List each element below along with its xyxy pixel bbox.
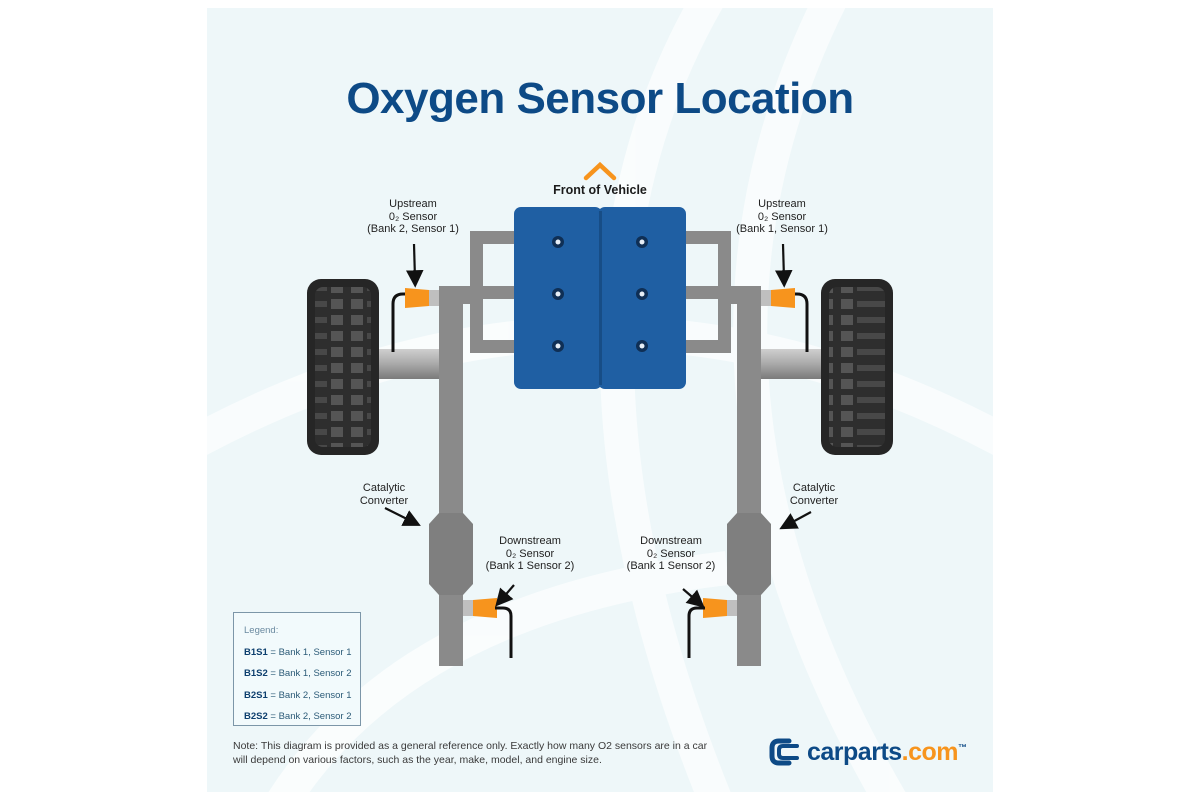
right-wheel bbox=[821, 279, 893, 455]
front-of-vehicle-label: Front of Vehicle bbox=[553, 183, 647, 197]
upstream-right-label: Upstream 0₂ Sensor (Bank 1, Sensor 1) bbox=[736, 198, 828, 235]
left-catalytic-converter bbox=[429, 513, 473, 595]
legend-title: Legend: bbox=[244, 625, 279, 636]
legend-box: Legend: B1S1 = Bank 1, Sensor 1 B1S2 = B… bbox=[233, 612, 361, 726]
engine-block bbox=[514, 207, 686, 389]
diagram-canvas: Oxygen Sensor Location Front of Vehicle … bbox=[207, 8, 993, 792]
upstream-sensor-right bbox=[761, 288, 809, 352]
legend-item: B2S2 = Bank 2, Sensor 2 bbox=[244, 711, 352, 722]
right-catalytic-converter bbox=[727, 513, 771, 595]
legend-item: B2S1 = Bank 2, Sensor 1 bbox=[244, 690, 352, 701]
disclaimer-note: Note: This diagram is provided as a gene… bbox=[233, 740, 708, 766]
downstream-sensor-left bbox=[463, 598, 513, 658]
page-title: Oxygen Sensor Location bbox=[346, 74, 854, 123]
legend-item: B1S2 = Bank 1, Sensor 2 bbox=[244, 668, 352, 679]
downstream-sensor-right bbox=[687, 598, 737, 658]
exhaust-system bbox=[439, 231, 761, 666]
diagram-drawing bbox=[207, 8, 993, 792]
downstream-right-label: Downstream 0₂ Sensor (Bank 1 Sensor 2) bbox=[626, 535, 716, 572]
catalytic-right-label: Catalytic Converter bbox=[789, 482, 839, 507]
label-arrows bbox=[384, 243, 812, 608]
catalytic-left-label: Catalytic Converter bbox=[359, 482, 409, 507]
legend-item: B1S1 = Bank 1, Sensor 1 bbox=[244, 647, 352, 658]
carparts-logo: carparts.com™ bbox=[769, 736, 967, 768]
upstream-left-label: Upstream 0₂ Sensor (Bank 2, Sensor 1) bbox=[367, 198, 459, 235]
carparts-logo-icon bbox=[769, 738, 799, 766]
left-wheel bbox=[307, 279, 379, 455]
brand-wordmark: carparts.com™ bbox=[807, 737, 967, 766]
engine-cylinders bbox=[552, 236, 648, 352]
chevron-up-icon bbox=[583, 161, 617, 181]
upstream-sensor-left bbox=[391, 288, 439, 352]
downstream-left-label: Downstream 0₂ Sensor (Bank 1 Sensor 2) bbox=[485, 535, 575, 572]
